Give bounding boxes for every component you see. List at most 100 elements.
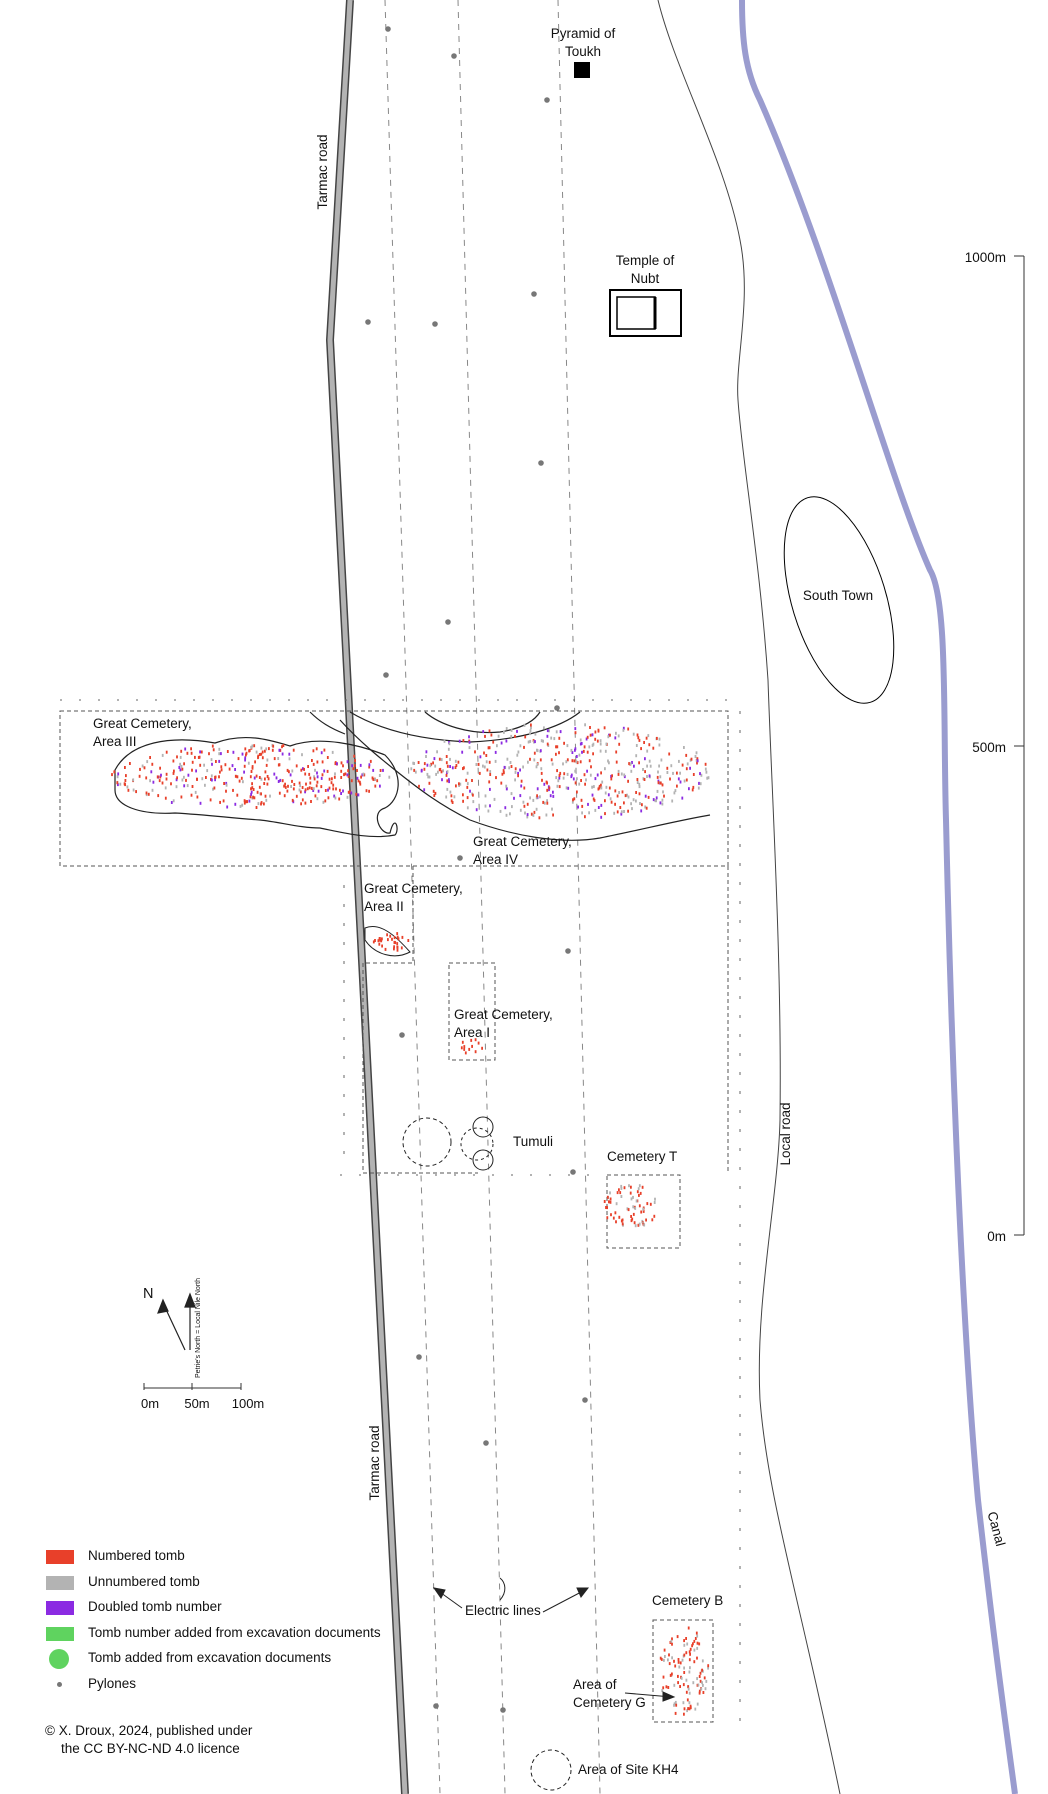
- tomb-mark: [218, 759, 221, 763]
- tomb-mark: [630, 1197, 633, 1201]
- tomb-mark: [682, 1701, 685, 1705]
- tomb-mark: [393, 947, 395, 951]
- tomb-mark: [268, 747, 270, 751]
- tomb-mark: [277, 780, 280, 783]
- tomb-mark: [211, 762, 213, 766]
- tomb-mark: [505, 813, 508, 817]
- tomb-mark: [342, 764, 344, 768]
- tomb-mark: [671, 1642, 673, 1646]
- tomb-mark: [286, 789, 289, 793]
- tomb-mark: [500, 741, 503, 745]
- tomb-mark: [658, 764, 660, 768]
- tomb-mark: [550, 758, 553, 762]
- tomb-mark: [469, 789, 471, 793]
- tomb-mark: [698, 1675, 701, 1678]
- tomb-mark: [191, 760, 194, 764]
- tomb-mark: [368, 765, 371, 769]
- tomb-mark: [263, 782, 266, 785]
- tomb-mark: [536, 794, 538, 798]
- tomb-mark: [673, 1659, 675, 1663]
- tomb-mark: [438, 768, 441, 772]
- tomb-mark: [320, 751, 323, 755]
- temple-label-line2: Nubt: [631, 271, 660, 286]
- tomb-mark: [594, 737, 597, 741]
- tomb-mark: [234, 802, 237, 806]
- gc-area3-label-line1: Great Cemetery,: [93, 716, 192, 731]
- tomb-mark: [471, 1044, 473, 1048]
- tomb-mark: [535, 807, 538, 811]
- tomb-mark: [704, 762, 707, 766]
- tomb-mark: [454, 759, 457, 763]
- tomb-mark: [441, 778, 443, 782]
- tomb-mark: [432, 789, 435, 793]
- gc-area4-label-line2: Area IV: [473, 852, 518, 867]
- tomb-mark: [321, 773, 324, 777]
- tomb-mark: [688, 1691, 691, 1695]
- tomb-mark: [649, 764, 652, 768]
- tomb-mark: [616, 1191, 619, 1195]
- tomb-mark: [267, 777, 270, 781]
- tomb-mark: [368, 789, 370, 793]
- tomb-mark: [396, 932, 399, 936]
- tomb-mark: [413, 768, 416, 772]
- tomb-mark: [180, 795, 183, 799]
- tomb-mark: [465, 778, 468, 782]
- tomb-mark: [522, 800, 525, 804]
- tomb-mark: [701, 1681, 703, 1685]
- tomb-mark: [455, 784, 457, 788]
- elevation-scale-bar: [1014, 255, 1025, 1236]
- tomb-mark: [617, 734, 620, 738]
- tomb-mark: [546, 801, 549, 805]
- tomb-mark: [695, 1631, 698, 1635]
- tomb-mark: [173, 769, 175, 773]
- tomb-mark: [231, 764, 234, 768]
- gc-area3-label-line2: Area III: [93, 734, 137, 749]
- tomb-mark: [546, 734, 549, 738]
- tomb-mark: [572, 777, 575, 781]
- tomb-mark: [667, 1658, 669, 1662]
- tomb-mark: [484, 794, 487, 798]
- tomb-mark: [446, 764, 449, 768]
- tomb-mark: [679, 1685, 681, 1688]
- tomb-mark: [696, 1634, 699, 1638]
- tomb-mark: [181, 767, 184, 771]
- tomb-mark: [382, 768, 384, 772]
- tomb-mark: [556, 769, 558, 773]
- tomb-mark: [701, 1668, 703, 1672]
- tomb-mark: [223, 782, 225, 785]
- tomb-mark: [124, 766, 126, 769]
- tomb-mark: [540, 739, 543, 743]
- tomb-mark: [312, 762, 315, 766]
- tomb-mark: [674, 1664, 677, 1668]
- tomb-mark: [417, 761, 420, 764]
- tomb-mark: [620, 1219, 623, 1223]
- tomb-mark: [247, 761, 250, 765]
- tomb-mark: [606, 1206, 608, 1210]
- tomb-mark: [589, 726, 591, 729]
- tomb-mark: [448, 742, 451, 746]
- tomb-mark: [692, 773, 695, 776]
- tomb-mark: [326, 756, 329, 759]
- tomb-mark: [688, 1650, 691, 1654]
- tomb-mark: [459, 782, 462, 786]
- tomb-mark: [552, 813, 554, 817]
- tomb-mark: [704, 767, 707, 771]
- tomb-mark: [292, 748, 295, 752]
- tomb-mark: [605, 785, 608, 789]
- local-road-line: [657, 0, 841, 1794]
- tomb-mark: [299, 784, 301, 788]
- tomb-mark: [664, 1655, 666, 1658]
- tomb-mark: [494, 750, 497, 754]
- tomb-mark: [640, 1210, 643, 1214]
- tomb-mark: [255, 774, 258, 778]
- tomb-mark: [615, 760, 618, 764]
- tomb-mark: [581, 811, 583, 815]
- tomb-mark: [688, 1707, 691, 1711]
- tomb-mark: [539, 758, 542, 762]
- tomb-mark: [355, 792, 358, 796]
- tomb-mark: [647, 795, 650, 799]
- tomb-mark: [603, 1200, 606, 1203]
- south-town-label: South Town: [803, 588, 873, 603]
- tomb-mark: [623, 810, 625, 813]
- tomb-mark: [529, 739, 532, 743]
